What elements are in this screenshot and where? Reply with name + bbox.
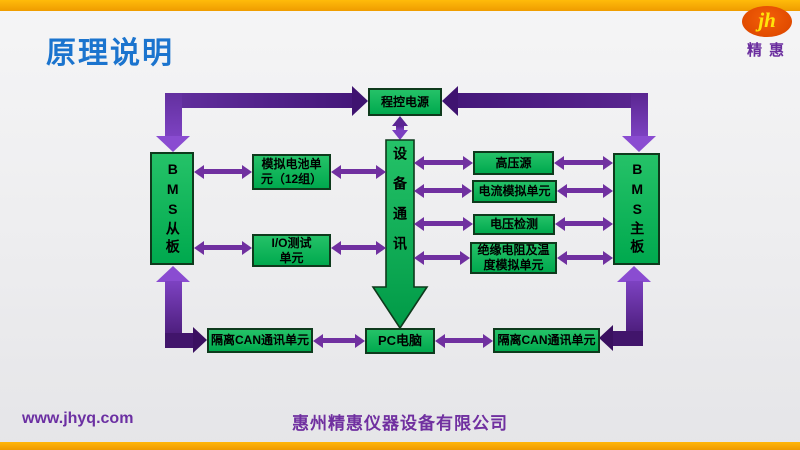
logo-name: 精惠: [747, 43, 792, 59]
arrow-voltage-detect-bms-main: [555, 216, 613, 231]
arrowhead-up: [156, 266, 190, 282]
arrow-can-left-pc: [313, 333, 365, 348]
bottom-accent-bar: [0, 442, 800, 450]
arrow-device-comm-hv-source: [414, 155, 473, 170]
arrow-segment: [458, 93, 648, 108]
node-label: PC电脑: [377, 332, 423, 348]
node-insulation-temp-sim-unit: 绝缘电阻及温 度模拟单元: [470, 242, 557, 274]
arrowhead-left: [599, 325, 613, 351]
arrow-bms-slave-battery-sim: [194, 164, 252, 179]
node-label: 程控电源: [380, 94, 429, 109]
arrow-hv-source-bms-main: [554, 155, 613, 170]
node-label: BMS主板: [629, 161, 646, 257]
arrow-bms-slave-io-test: [194, 240, 252, 255]
arrow-segment: [165, 281, 182, 348]
arrow-insulation-sim-bms-main: [557, 250, 613, 265]
node-current-sim-unit: 电流模拟单元: [472, 180, 557, 203]
page-title: 原理说明: [46, 37, 174, 70]
node-battery-sim-unit: 模拟电池单 元（12组）: [252, 154, 331, 190]
node-label: 高压源: [495, 155, 532, 170]
company-name: 惠州精惠仪器设备有限公司: [292, 414, 508, 433]
arrow-battery-sim-device-comm: [331, 164, 386, 179]
arrowhead-right: [352, 86, 368, 116]
website-link: www.jhyq.com: [22, 410, 134, 427]
node-label: I/O测试 单元: [271, 235, 312, 265]
node-label: 电压检测: [489, 217, 538, 231]
node-bms-main-board: BMS主板: [613, 153, 660, 265]
node-programmable-power: 程控电源: [368, 88, 442, 116]
arrow-segment: [613, 331, 643, 346]
node-isolated-can-unit-left: 隔离CAN通讯单元: [207, 328, 313, 353]
arrow-io-test-device-comm: [331, 240, 386, 255]
arrow-device-comm-insulation-sim: [414, 250, 470, 265]
arrow-segment: [626, 281, 643, 346]
node-label: 模拟电池单 元（12组）: [260, 157, 323, 186]
node-device-comm: 设备通讯: [392, 146, 408, 266]
arrow-device-comm-current-sim: [414, 183, 472, 198]
node-io-test-unit: I/O测试 单元: [252, 234, 331, 267]
node-label: 绝缘电阻及温 度模拟单元: [477, 243, 550, 272]
top-accent-bar: [0, 0, 800, 11]
node-isolated-can-unit-right: 隔离CAN通讯单元: [493, 328, 600, 353]
node-pc: PC电脑: [365, 328, 435, 354]
arrow-power-device-comm: [392, 116, 408, 140]
node-label: 隔离CAN通讯单元: [211, 333, 309, 347]
arrow-segment: [165, 93, 352, 108]
arrow-device-comm-voltage-detect: [414, 216, 473, 231]
node-label: 隔离CAN通讯单元: [497, 333, 596, 347]
node-label: 电流模拟单元: [478, 184, 551, 198]
logo-abbr: jh: [758, 8, 776, 32]
arrow-segment: [165, 333, 194, 348]
arrowhead-down: [156, 136, 190, 152]
node-bms-slave-board: BMS从板: [150, 152, 194, 265]
arrow-segment: [631, 93, 648, 137]
node-hv-source: 高压源: [473, 151, 554, 175]
arrowhead-right: [193, 327, 207, 353]
arrowhead-left: [442, 86, 458, 116]
company-logo: jh: [742, 6, 792, 37]
node-label: BMS从板: [164, 160, 181, 257]
arrow-current-sim-bms-main: [557, 183, 613, 198]
arrow-segment: [165, 93, 182, 137]
arrow-pc-can-right: [435, 333, 493, 348]
arrowhead-up: [617, 266, 651, 282]
node-voltage-detect: 电压检测: [473, 214, 555, 235]
arrowhead-down: [622, 136, 656, 152]
